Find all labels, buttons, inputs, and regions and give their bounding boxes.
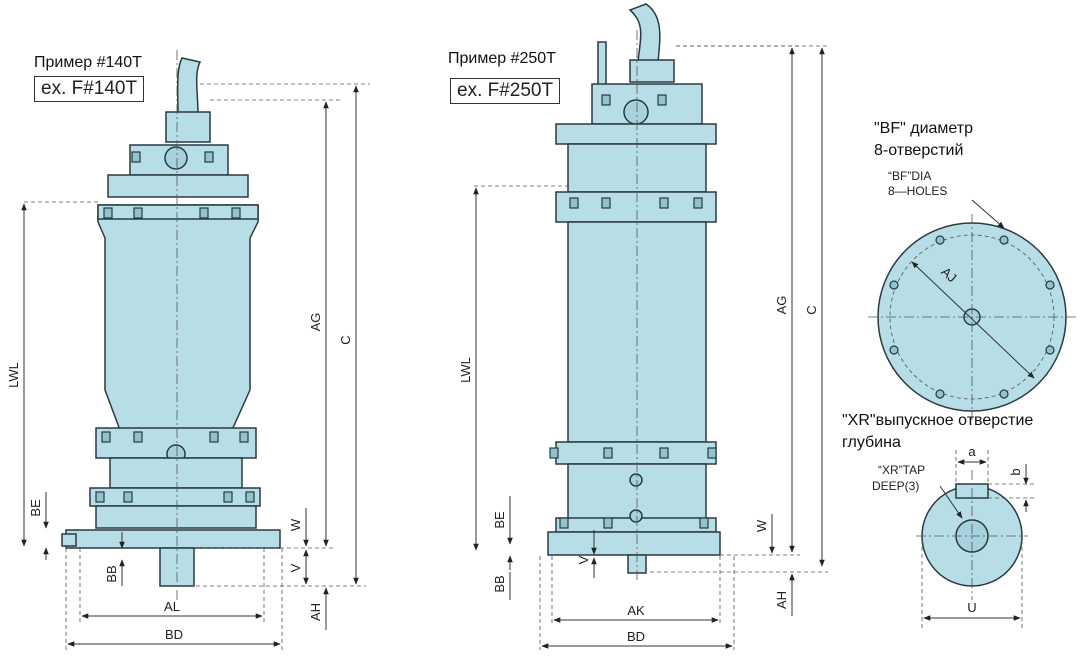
dim-bd-250: BD: [627, 629, 645, 644]
label-example-140: Пример #140T: [34, 54, 142, 71]
dim-bb-140: BB: [104, 565, 119, 582]
dim-v-140: V: [288, 563, 303, 572]
dim-ag-140: AG: [308, 313, 323, 332]
label-xr-outlet: "XR"выпускное отверстие: [842, 412, 1034, 429]
dim-u: U: [967, 600, 976, 615]
dim-ah-250: AH: [774, 591, 789, 609]
dim-a: a: [968, 444, 976, 459]
tap-view: a b “XR”TAP DEEP(3) U: [872, 444, 1034, 628]
dim-w-140: W: [288, 518, 303, 531]
model-box-140: ex. F#140T: [34, 76, 145, 102]
tap-deep: DEEP(3): [872, 479, 919, 493]
dim-w-250: W: [754, 519, 769, 532]
dim-lwl-250: LWL: [458, 357, 473, 383]
model-box-250: ex. F#250T: [450, 78, 561, 104]
dim-c-140: C: [338, 335, 353, 344]
flange-view: AJ “BF”DIA 8—HOLES: [868, 169, 1076, 420]
dim-ag-250: AG: [774, 296, 789, 315]
dim-ah-140: AH: [308, 603, 323, 621]
dim-c-250: C: [804, 305, 819, 314]
dim-be-140: BE: [28, 499, 43, 517]
dimensions-250t: LWL BE BB V AG C W AH AK BD: [458, 45, 828, 650]
pump-250t-drawing: [547, 3, 721, 580]
dim-be-250: BE: [492, 511, 507, 529]
tap-xr: “XR”TAP: [878, 463, 925, 477]
pump-140t-drawing: [61, 50, 281, 600]
flange-bf-dia: “BF”DIA: [888, 169, 931, 183]
dim-al-140: AL: [164, 599, 180, 614]
dim-ak-250: AK: [627, 603, 645, 618]
label-bf-holes: 8-отверстий: [874, 142, 964, 159]
dim-bb-250: BB: [492, 575, 507, 592]
flange-holes: 8—HOLES: [888, 184, 947, 198]
label-xr-depth: глубина: [842, 434, 901, 451]
label-example-250: Пример #250T: [448, 50, 556, 67]
dim-bd-140: BD: [165, 627, 183, 642]
dim-lwl-140: LWL: [6, 362, 21, 388]
dim-v-250: V: [576, 555, 591, 564]
label-bf-diameter: "BF" диаметр: [874, 120, 974, 137]
dim-b: b: [1008, 468, 1023, 475]
dimensions-140t: LWL BE BB AG C W V AH AL BD: [6, 83, 370, 650]
